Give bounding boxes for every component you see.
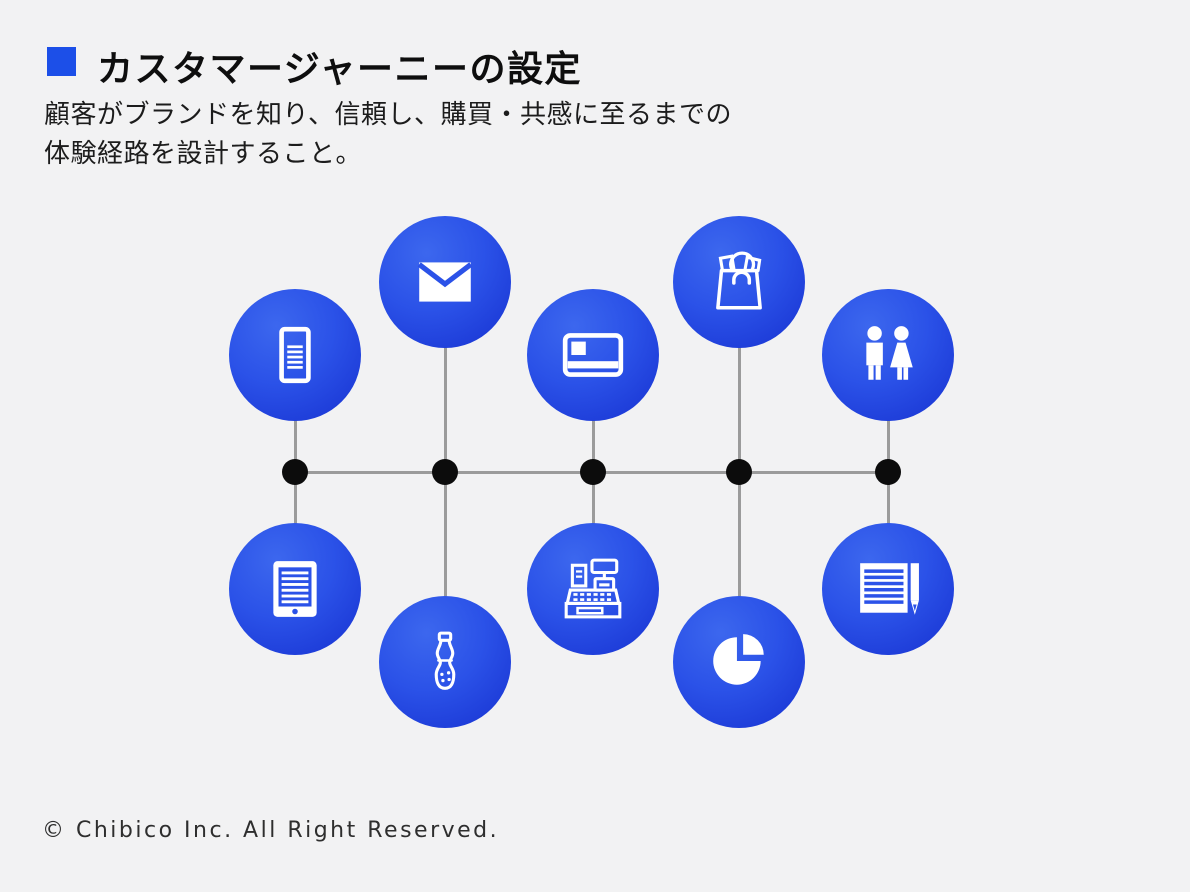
journey-node-cash-register [527,523,659,655]
journey-node-man-woman [822,289,954,421]
journey-dot [875,459,901,485]
journey-connector [443,282,447,472]
mail-icon [417,262,473,302]
journey-node-credit-card [527,289,659,421]
journey-connector [737,472,741,662]
pie-chart-icon [713,634,764,685]
journey-dot [726,459,752,485]
document-pen-icon [860,563,919,615]
bottle-icon [434,631,456,690]
journey-node-mail [379,216,511,348]
title-bullet [47,47,76,76]
journey-node-pie-chart [673,596,805,728]
description-line-2: 体験経路を設計すること。 [44,139,363,169]
description: 顧客がブランドを知り、信頼し、購買・共感に至るまでの体験経路を設計すること。 [44,96,732,174]
journey-dot [432,459,458,485]
copyright-text: © Chibico Inc. All Right Reserved. [42,818,500,843]
smartphone-icon [279,326,311,384]
tablet-icon [273,561,317,617]
credit-card-icon [562,333,624,377]
journey-dot [282,459,308,485]
page-title: カスタマージャーニーの設定 [97,49,582,90]
man-woman-icon [866,326,913,380]
journey-node-shopping-bag [673,216,805,348]
cash-register-icon [564,558,622,619]
journey-node-bottle [379,596,511,728]
journey-node-tablet [229,523,361,655]
shopping-bag-icon [716,251,762,310]
journey-connector [443,472,447,662]
journey-connector [737,282,741,472]
journey-node-smartphone [229,289,361,421]
description-line-1: 顧客がブランドを知り、信頼し、購買・共感に至るまでの [44,100,732,130]
journey-dot [580,459,606,485]
journey-node-document-pen [822,523,954,655]
